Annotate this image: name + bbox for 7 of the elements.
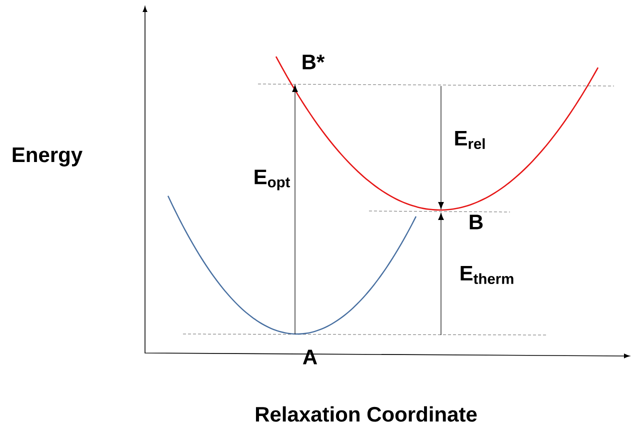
energy-label: E$_{opt}$ [254,170,290,190]
point-label: B [470,214,483,230]
axis-title: Relaxation Coordinate [256,406,477,422]
energy-label: E$_{therm}$ [460,266,514,284]
energy-label: E$_{rel}$ [455,130,485,150]
point-label: B* [302,54,325,70]
axis-title: Energy [12,148,82,166]
